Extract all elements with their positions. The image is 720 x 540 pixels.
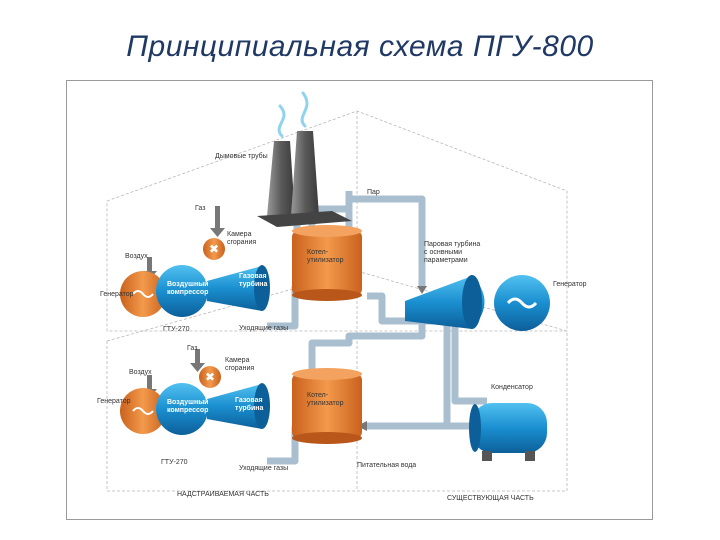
label-exhaust-bottom: Уходящие газы [239,465,289,472]
label-steam: Пар [367,189,380,196]
label-combustion-bottom: Камера сгорания [225,357,255,372]
page-title: Принципиальная схема ПГУ-800 [126,30,594,63]
label-generator-left-bottom: Генератор [97,398,131,405]
label-compressor-bottom: Воздушный компрессор [167,399,209,414]
label-steam-turbine: Паровая турбина с оснвными параметрами [424,241,481,264]
label-turbine-top: Газовая турбина [239,273,268,288]
steam-turbine [405,275,485,329]
diagram-frame: ✖ ✖ [66,80,653,520]
label-exhaust-top: Уходящие газы [239,325,289,332]
steam-plumes [277,91,309,138]
condenser [469,403,547,461]
hrsg-bottom [292,368,362,444]
label-hrsg-top: Котел-утилизатор [307,249,344,264]
label-air-bottom: Воздух [129,369,152,376]
svg-text:✖: ✖ [209,242,219,256]
label-generator-right: Генератор [553,281,587,288]
label-feed-water: Питательная вода [357,462,417,469]
label-add-on-part: НАДСТРАИВАЕМАЯ ЧАСТЬ [177,491,269,498]
label-compressor-top: Воздушный компрессор [167,281,209,296]
pipes [267,191,487,465]
label-gas-bottom: Газ [187,345,198,352]
label-air-top: Воздух [125,253,148,260]
label-condenser: Конденсатор [491,384,533,391]
generator-right [494,275,550,331]
label-hrsg-bottom: Котел-утилизатор [307,392,344,407]
label-gtu-bottom: ГТУ-270 [161,459,188,466]
label-chimneys: Дымовые трубы [215,153,268,160]
label-existing-part: СУЩЕСТВУЮЩАЯ ЧАСТЬ [447,495,534,502]
label-gas-top: Газ [195,205,206,212]
label-turbine-bottom: Газовая турбина [235,397,264,412]
label-combustion-top: Камера сгорания [227,231,257,246]
gtu-bottom: ✖ [120,366,270,435]
gtu-top: ✖ [120,238,270,317]
chimneys [257,131,352,227]
plant-scheme: ✖ ✖ [106,91,568,492]
label-gtu-top: ГТУ-270 [163,326,190,333]
hrsg-top [292,225,362,301]
label-generator-left-top: Генератор [100,291,134,298]
svg-text:✖: ✖ [205,370,215,384]
